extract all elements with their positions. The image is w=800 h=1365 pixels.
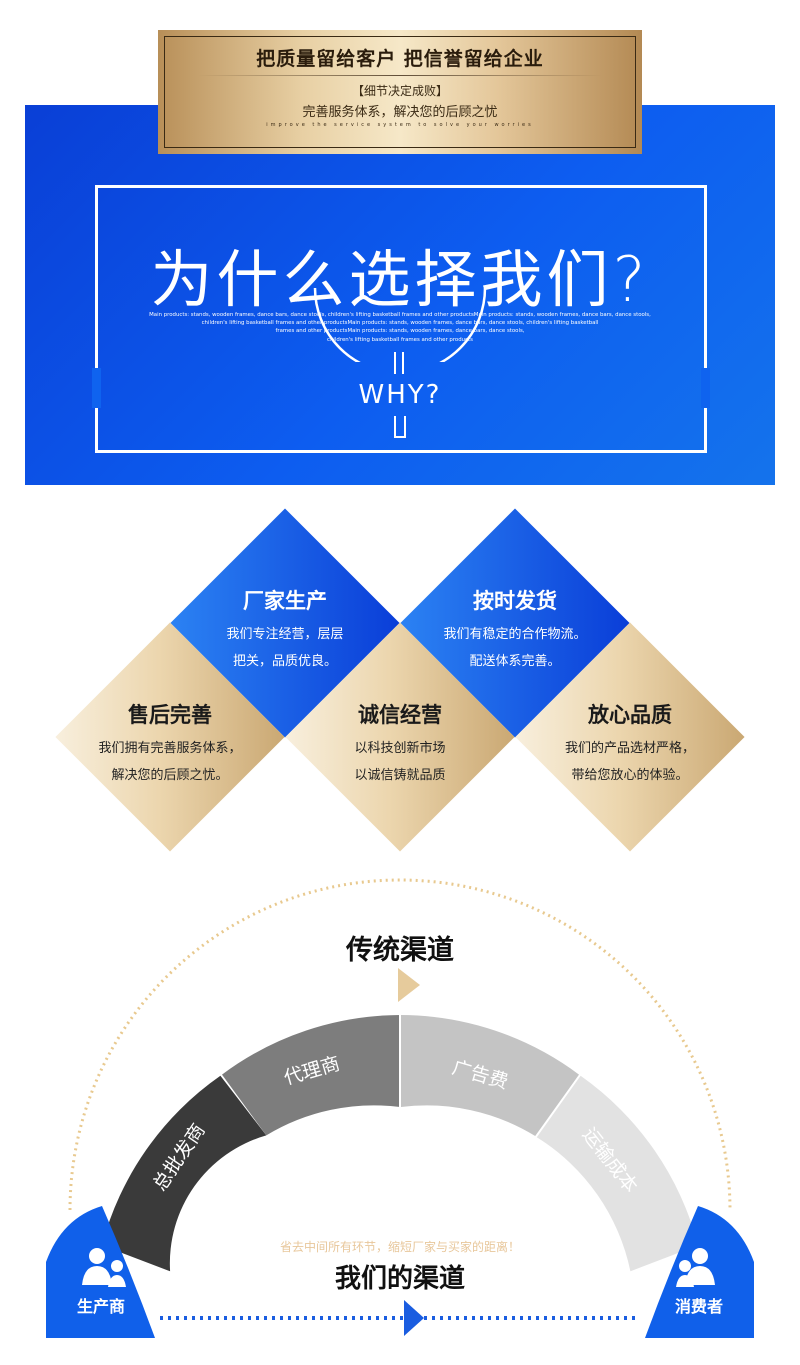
- hero-desc-line: frames and other productsMain products: …: [275, 328, 525, 335]
- banner-english: improve the service system to solve your…: [266, 122, 534, 128]
- segment-label-transport: 运输成本: [577, 1123, 642, 1198]
- consumer-label-box: 消费者: [644, 1228, 754, 1338]
- feature-aftersales: 售后完善 我们拥有完善服务体系， 解决您的后顾之忧。: [55, 622, 285, 852]
- consumer-label: 消费者: [674, 1297, 723, 1316]
- feature-desc: 我们的产品选材严格， 带给您放心的体验。: [516, 735, 744, 789]
- feature-title: 厂家生产: [243, 589, 327, 613]
- feature-desc-line: 带给您放心的体验。: [571, 768, 689, 783]
- feature-factory: 厂家生产 我们专注经营，层层 把关，品质优良。: [170, 508, 400, 738]
- feature-title: 售后完善: [128, 703, 212, 727]
- feature-desc-line: 把关，品质优良。: [232, 654, 337, 669]
- segment-label-advertising: 广告费: [449, 1056, 511, 1094]
- feature-title: 诚信经营: [358, 703, 442, 727]
- banner-divider: [198, 75, 602, 76]
- feature-delivery: 按时发货 我们有稳定的合作物流。 配送体系完善。: [400, 508, 630, 738]
- traditional-channel-title: 传统渠道: [346, 935, 454, 966]
- feature-desc: 以科技创新市场 以诚信铸就品质: [286, 735, 514, 789]
- producer-label: 生产商: [76, 1297, 125, 1316]
- arc-arrow-icon: [398, 968, 420, 1002]
- segment-label-agent: 代理商: [281, 1052, 343, 1090]
- hero-frame: [95, 185, 707, 453]
- feature-desc-line: 我们专注经营，层层: [226, 627, 344, 642]
- why-connector-bottom: [394, 416, 406, 438]
- hero-desc-line: children's lifting basketball frames and…: [201, 320, 599, 327]
- feature-title: 放心品质: [588, 703, 672, 727]
- feature-desc-line: 我们拥有完善服务体系，: [98, 741, 242, 756]
- banner-subtitle: 【细节决定成败】: [351, 84, 448, 98]
- banner-tagline: 完善服务体系，解决您的后顾之忧: [302, 105, 498, 120]
- feature-desc-line: 我们的产品选材严格，: [564, 741, 695, 756]
- banner-border: [164, 36, 636, 148]
- hero-desc-line: children's lifting basketball frames and…: [327, 336, 473, 343]
- our-channel-title: 我们的渠道: [334, 1264, 465, 1294]
- feature-integrity: 诚信经营 以科技创新市场 以诚信铸就品质: [285, 622, 515, 852]
- feature-desc-line: 配送体系完善。: [469, 654, 561, 669]
- feature-desc-line: 以诚信铸就品质: [354, 768, 446, 783]
- segment-label-wholesaler: 总批发商: [148, 1119, 210, 1195]
- feature-desc: 我们拥有完善服务体系， 解决您的后顾之忧。: [56, 735, 284, 789]
- why-connector-top: [394, 352, 404, 374]
- slogan-banner: 把质量留给客户 把信誉留给企业 【细节决定成败】 完善服务体系，解决您的后顾之忧…: [158, 30, 642, 154]
- channel-note: 省去中间所有环节，缩短厂家与买家的距离！: [279, 1240, 520, 1254]
- direct-arrow-icon: [404, 1300, 424, 1336]
- hero-arc: [313, 287, 487, 362]
- producer-label-box: 生产商: [46, 1228, 156, 1338]
- feature-desc-line: 以科技创新市场: [354, 741, 446, 756]
- hero-desc-line: Main products: stands, wooden frames, da…: [149, 312, 651, 318]
- feature-desc: 我们专注经营，层层 把关，品质优良。: [171, 621, 399, 675]
- feature-desc-line: 我们有稳定的合作物流。: [443, 627, 587, 642]
- feature-desc: 我们有稳定的合作物流。 配送体系完善。: [401, 621, 629, 675]
- frame-gap-left: [92, 368, 101, 408]
- hero-background: [25, 105, 775, 485]
- hero-description: Main products: stands, wooden frames, da…: [140, 311, 660, 344]
- hero-title: 为什么选择我们?: [150, 243, 650, 316]
- feature-quality: 放心品质 我们的产品选材严格， 带给您放心的体验。: [515, 622, 745, 852]
- why-label: WHY?: [358, 380, 442, 410]
- banner-title: 把质量留给客户 把信誉留给企业: [256, 48, 544, 70]
- feature-title: 按时发货: [473, 589, 557, 613]
- frame-gap-right: [701, 368, 710, 408]
- feature-desc-line: 解决您的后顾之忧。: [111, 768, 229, 783]
